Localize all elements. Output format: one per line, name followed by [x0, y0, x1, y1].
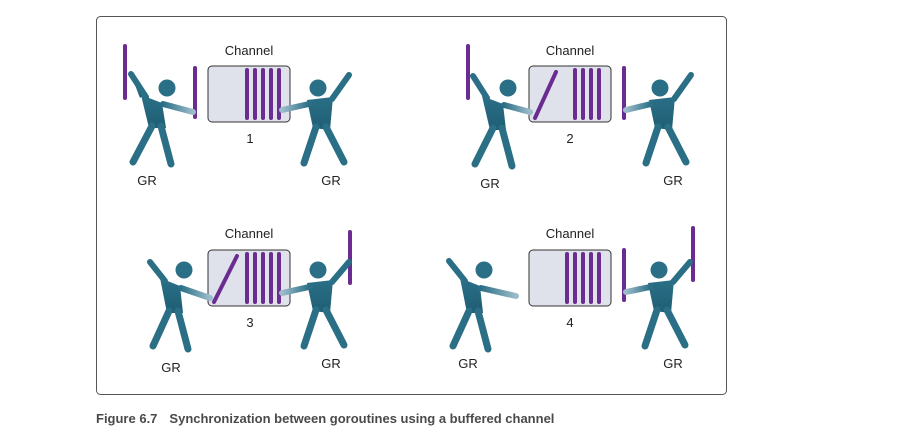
goroutine-figure: [623, 259, 693, 350]
step-number: 1: [246, 131, 253, 146]
buffered-values: [212, 252, 281, 304]
goroutine-figure: [470, 73, 533, 170]
channel-label: Channel: [546, 226, 595, 241]
goroutine-figure: [279, 72, 352, 167]
channel-label: Channel: [225, 43, 274, 58]
goroutine-label-right: GR: [663, 173, 683, 188]
diagram-frame: [96, 16, 727, 395]
goroutine-label-right: GR: [321, 356, 341, 371]
buffered-values: [565, 252, 601, 304]
goroutine-figure: [446, 258, 519, 353]
panel-2: Channel 2 GR GR: [466, 43, 694, 191]
goroutine-label-left: GR: [137, 173, 157, 188]
buffered-values: [533, 68, 601, 120]
figure-number: Figure 6.7: [96, 411, 158, 426]
goroutine-figure: [147, 259, 213, 353]
goroutine-label-right: GR: [321, 173, 341, 188]
buffered-values: [245, 68, 281, 120]
goroutine-label-left: GR: [161, 360, 181, 375]
goroutine-figure: [623, 72, 694, 167]
goroutine-figure: [279, 259, 352, 350]
panel-4: Channel 4 GR GR: [446, 226, 695, 371]
channel-label: Channel: [225, 226, 274, 241]
goroutine-label-left: GR: [480, 176, 500, 191]
step-number: 3: [246, 315, 253, 330]
step-number: 2: [566, 131, 573, 146]
panel-1: Channel 1 GR: [123, 43, 352, 188]
goroutine-label-left: GR: [458, 356, 478, 371]
step-number: 4: [566, 315, 573, 330]
figure-caption-text: Synchronization between goroutines using…: [169, 411, 555, 426]
figure-caption: Figure 6.7 Synchronization between gorout…: [96, 411, 554, 426]
panel-3: Channel 3 GR GR: [147, 226, 352, 375]
goroutine-figure: [128, 71, 196, 168]
goroutine-label-right: GR: [663, 356, 683, 371]
channel-label: Channel: [546, 43, 595, 58]
